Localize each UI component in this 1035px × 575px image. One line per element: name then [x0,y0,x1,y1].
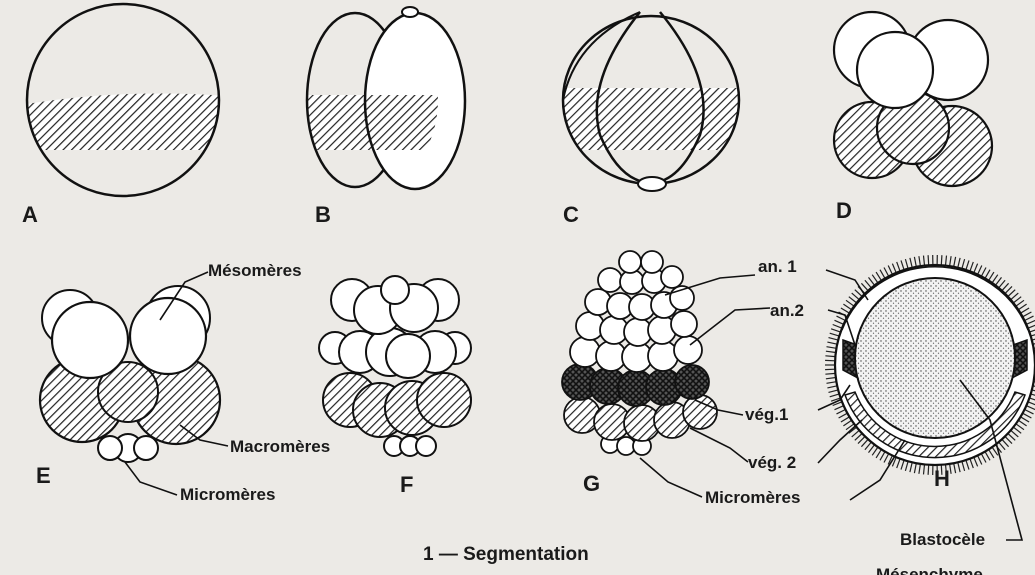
stage-e-label: E [36,463,51,488]
stage-b-two-cell [300,7,480,189]
stage-a-label: A [22,202,38,227]
figure-caption: 1 — Segmentation [423,544,589,565]
stage-h-label: H [934,466,950,491]
label-macromeres: Macromères [230,437,330,456]
stage-d-label: D [836,198,852,223]
stage-h-blastula [825,255,1035,475]
stage-b-label: B [315,202,331,227]
label-micromeres-e: Micromères [180,485,275,504]
label-micromeres-g: Micromères [705,488,800,507]
stage-c-label: C [563,202,579,227]
stage-f-thirty-two-cell [319,276,471,456]
label-veg2: vég. 2 [748,453,796,472]
label-mesenchyme-partial: Mésenchyme [876,565,983,575]
label-mesomeres: Mésomères [208,261,302,280]
stage-f-label: F [400,472,413,497]
stage-d-eight-cell [834,12,992,186]
stage-g-label: G [583,471,600,496]
label-an1: an. 1 [758,257,797,276]
stage-a-egg [20,4,226,196]
stage-g-morula [562,251,717,455]
label-veg1: vég.1 [745,405,788,424]
stage-c-four-cell [560,12,745,191]
label-an2: an.2 [770,301,804,320]
label-blastocele: Blastocèle [900,530,985,549]
